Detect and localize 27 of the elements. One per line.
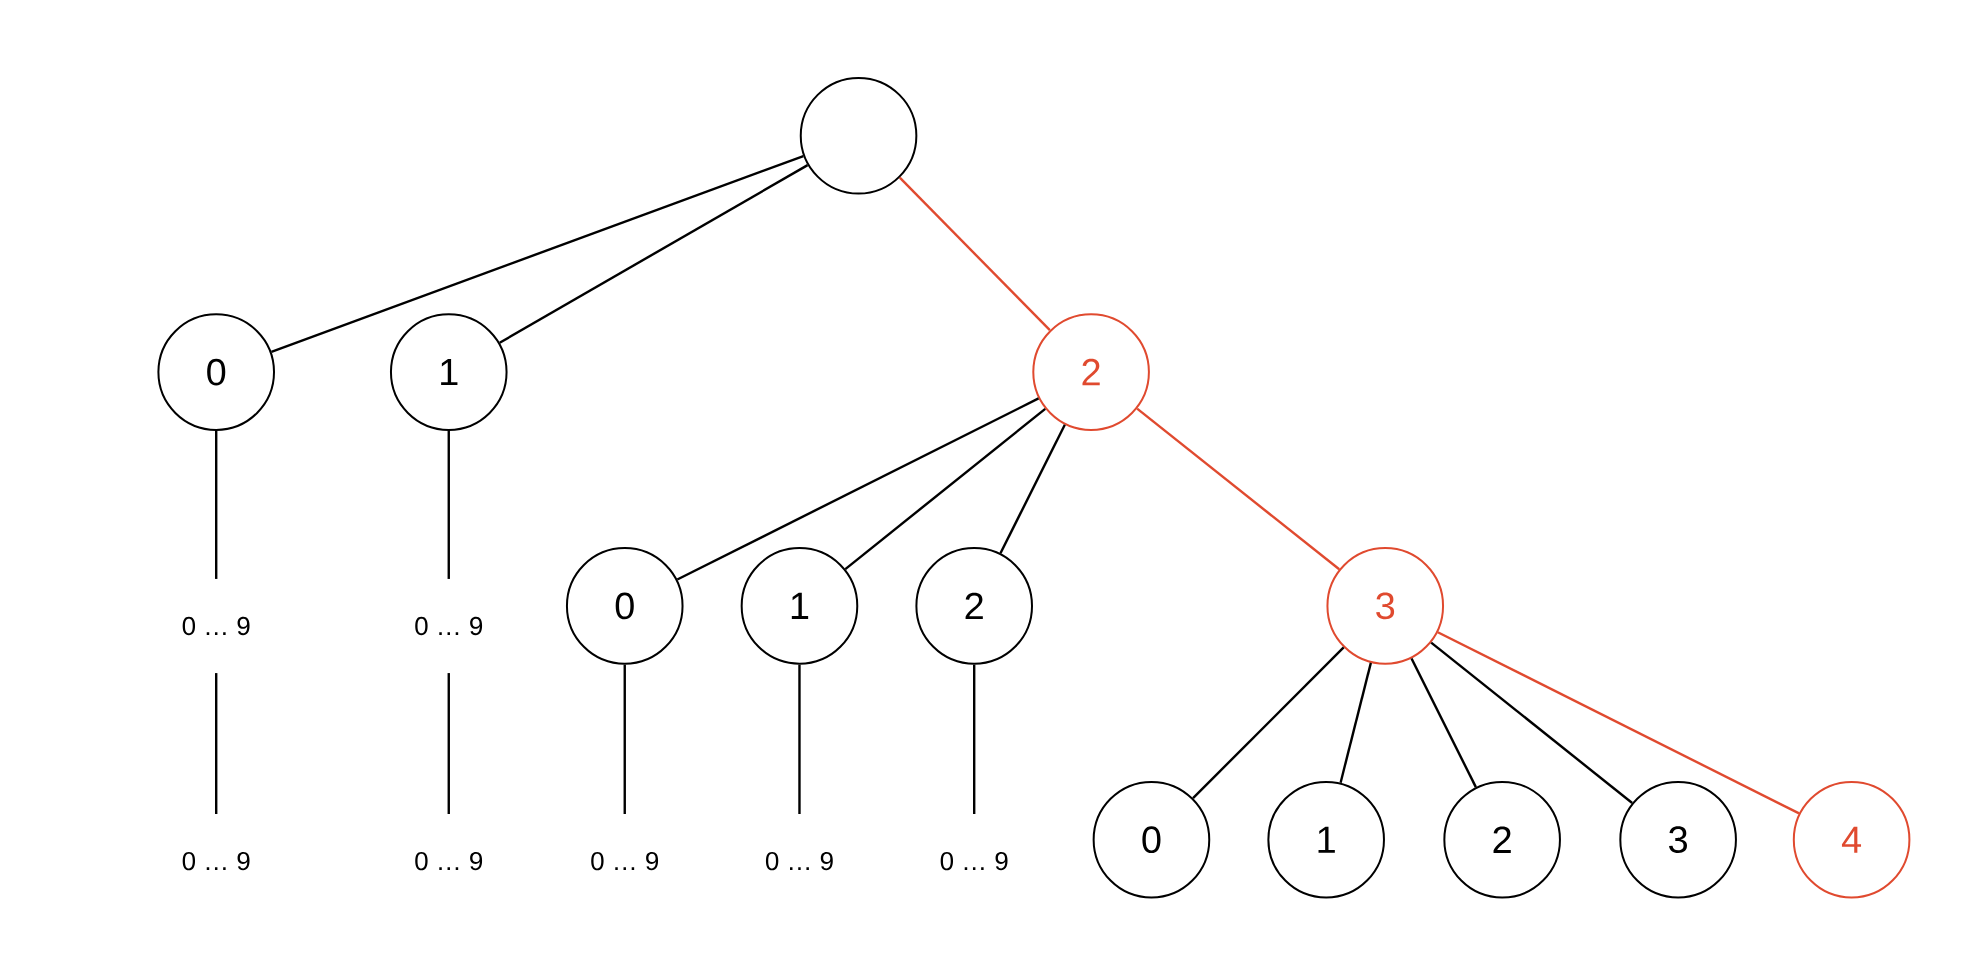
tree-edge xyxy=(1437,631,1800,815)
tree-edge xyxy=(999,424,1066,554)
tree-edge xyxy=(270,154,804,353)
tree-edge xyxy=(447,430,450,579)
leaf-range-text: 0 … 9 xyxy=(182,851,250,871)
tree-edge xyxy=(1136,407,1340,571)
tree-edge xyxy=(623,664,626,814)
tree-edge xyxy=(898,176,1051,331)
leaf-range-text: 0 … 9 xyxy=(415,851,483,871)
leaf-range-text: 0 … 9 xyxy=(415,616,483,636)
tree-edge xyxy=(1339,662,1372,783)
tree-edge xyxy=(215,430,218,579)
tree-edge xyxy=(798,664,801,814)
tree-edge xyxy=(973,664,976,814)
tree-edge xyxy=(1192,646,1345,799)
tree-edge xyxy=(1410,657,1477,788)
tree-edge xyxy=(447,673,450,814)
tree-edge xyxy=(499,164,809,344)
leaf-range-text: 0 … 9 xyxy=(182,616,250,636)
tree-edge xyxy=(215,673,218,814)
leaf-range-text: 0 … 9 xyxy=(591,851,659,871)
leaf-range-text: 0 … 9 xyxy=(940,851,1008,871)
root-circle xyxy=(799,76,918,195)
tree-edge xyxy=(844,407,1046,570)
tree-edge xyxy=(676,397,1040,581)
leaf-range-text: 0 … 9 xyxy=(765,851,833,871)
tree-edge xyxy=(1430,641,1633,804)
